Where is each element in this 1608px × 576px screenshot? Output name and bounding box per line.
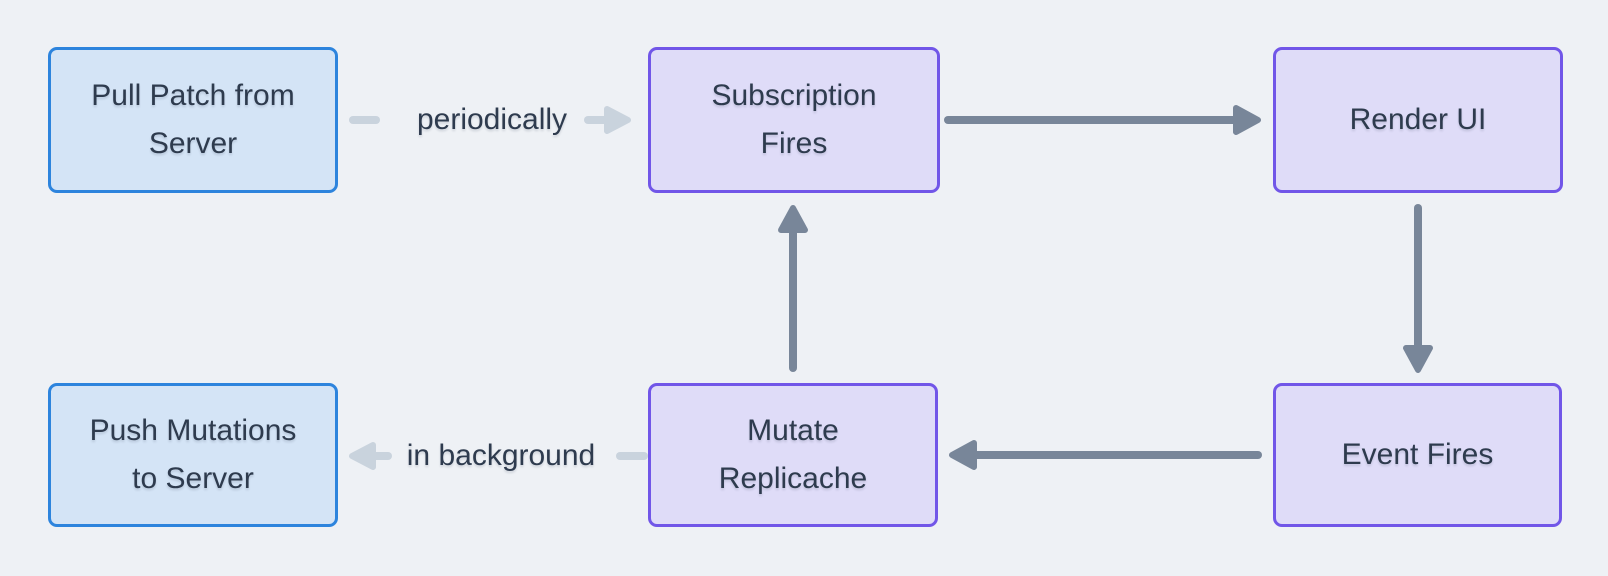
node-label: Subscription Fires [711,79,877,160]
node-push-mutations-to-server: Push Mutations to Server [48,383,338,527]
arrow-pull-to-subscription [349,106,631,134]
arrow-subscription-to-render [944,105,1261,135]
node-label: Push Mutations to Server [89,414,297,495]
node-label: Mutate Replicache [718,414,868,495]
node-render-ui: Render UI [1273,47,1563,193]
edge-label-in-background: in background [406,439,596,472]
node-pull-patch-from-server: Pull Patch from Server [48,47,338,193]
node-label: Render UI [1349,103,1487,136]
arrow-mutate-to-subscription [778,205,808,372]
arrow-event-to-mutate [949,440,1262,470]
node-label: Event Fires [1341,438,1494,471]
node-event-fires: Event Fires [1273,383,1562,527]
edge-label-periodically: periodically [416,103,568,136]
arrow-mutate-to-push [349,442,648,470]
node-subscription-fires: Subscription Fires [648,47,940,193]
node-label: Pull Patch from Server [91,79,295,160]
node-mutate-replicache: Mutate Replicache [648,383,938,527]
arrow-render-to-event [1403,204,1433,373]
